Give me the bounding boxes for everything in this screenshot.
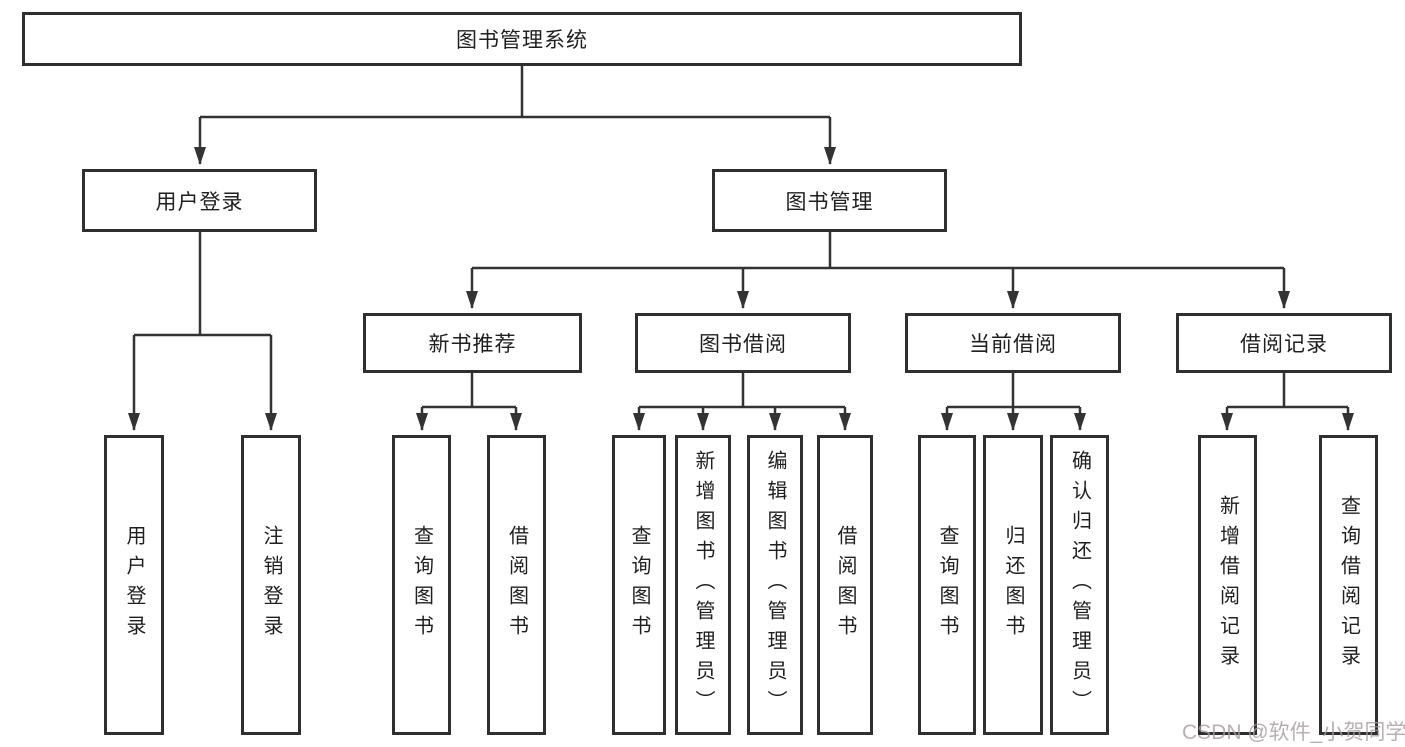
node-query-books-borrow: 查询图书	[612, 435, 666, 735]
node-user-login-leaf: 用户登录	[104, 435, 164, 735]
node-borrow-records: 借阅记录	[1176, 313, 1392, 373]
node-user-login-label: 用户登录	[155, 190, 244, 214]
node-add-borrow-record: 新增借阅记录	[1198, 435, 1257, 735]
node-add-book-admin: 新增图书（管理员）	[675, 435, 731, 735]
node-query-borrow-record: 查询借阅记录	[1319, 435, 1378, 735]
node-borrow-records-label: 借阅记录	[1240, 333, 1328, 356]
node-book-borrow-label: 图书借阅	[699, 333, 787, 356]
node-edit-book-admin: 编辑图书（管理员）	[747, 435, 803, 735]
node-borrow-books-borrow: 借阅图书	[817, 435, 873, 735]
node-query-books-recommend: 查询图书	[392, 435, 451, 735]
node-current-borrow: 当前借阅	[905, 313, 1121, 373]
node-book-management: 图书管理	[712, 169, 947, 232]
node-user-login: 用户登录	[82, 169, 317, 232]
node-root: 图书管理系统	[22, 12, 1022, 66]
node-borrow-books-recommend: 借阅图书	[487, 435, 546, 735]
watermark: CSDN @软件_小贺同学	[1182, 721, 1405, 744]
node-root-label: 图书管理系统	[456, 29, 588, 52]
node-book-management-label: 图书管理	[785, 190, 874, 214]
node-logout: 注销登录	[241, 435, 301, 735]
node-return-book: 归还图书	[983, 435, 1043, 735]
node-new-book-recommend: 新书推荐	[363, 313, 582, 373]
node-confirm-return-admin: 确认归还（管理员）	[1050, 435, 1109, 735]
node-current-borrow-label: 当前借阅	[969, 333, 1057, 356]
node-new-book-recommend-label: 新书推荐	[428, 333, 517, 356]
node-book-borrow: 图书借阅	[635, 313, 851, 373]
node-query-books-current: 查询图书	[918, 435, 976, 735]
